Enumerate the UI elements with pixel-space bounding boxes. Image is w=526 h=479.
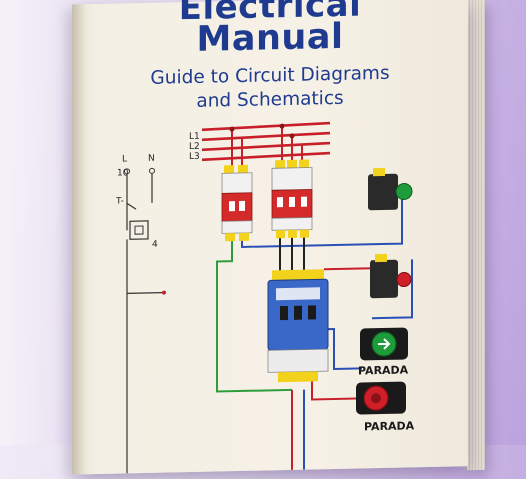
wire-blue-top <box>241 187 403 248</box>
terminal-mark-4: 4 <box>152 240 158 250</box>
background-highlight <box>0 0 60 445</box>
relay-coil-core <box>134 225 144 235</box>
stop-button-center <box>371 393 381 404</box>
contactor-label-plate <box>276 287 320 301</box>
breaker-left-terminal-b <box>238 164 248 174</box>
book-page-edges <box>466 0 485 471</box>
bus-mark-l1: L1 <box>189 132 200 142</box>
selector-switch-body <box>368 173 398 211</box>
junction-dot <box>162 290 166 295</box>
breaker-right-toggle-c <box>301 196 307 207</box>
bus-mark-l3: L3 <box>189 152 200 162</box>
breaker-left-body <box>221 192 253 222</box>
book: Electrical Manual Guide to Circuit Diagr… <box>72 0 502 475</box>
terminal-mark-t: T- <box>115 196 124 206</box>
book-cover: Electrical Manual Guide to Circuit Diagr… <box>72 0 468 475</box>
bus-bar-3 <box>201 141 331 152</box>
breaker-right-top <box>271 167 313 191</box>
pushbutton-device-cap <box>396 272 412 288</box>
breaker-right-out-b <box>288 229 297 238</box>
arrow-right-icon <box>378 338 391 350</box>
control-schematic: L N 10 T- 4 <box>115 154 166 474</box>
contactor-top-terminals <box>272 269 324 281</box>
breaker-right-terminal-b <box>287 159 297 168</box>
pushbutton-device-body <box>370 259 398 299</box>
bus-bar-4 <box>201 151 331 162</box>
breaker-right-bottom <box>271 217 313 231</box>
breaker-left-toggle-b <box>239 200 245 212</box>
wire-green <box>216 241 292 393</box>
terminal-mark-10: 10 <box>117 168 129 178</box>
breaker-right-terminal-a <box>275 160 285 169</box>
pushbutton-device-terminal <box>375 253 387 263</box>
breaker-left-toggle-a <box>229 201 235 212</box>
wire-red-coil <box>324 260 373 271</box>
breaker-right-toggle-b <box>289 196 295 207</box>
bus-node-2 <box>279 123 285 129</box>
selector-switch <box>368 167 413 211</box>
switch-contact <box>126 202 137 210</box>
terminal-l <box>124 168 130 175</box>
phase-label-l: L <box>122 154 127 164</box>
pushbutton-device <box>370 253 412 299</box>
selector-switch-terminal <box>373 167 385 177</box>
start-button-group: PARADA <box>358 327 409 378</box>
breaker-left-top <box>221 172 253 194</box>
stop-button-group: PARADA <box>356 381 415 433</box>
breaker-left <box>221 164 253 242</box>
breaker-left-out-b <box>239 232 249 242</box>
phase-label-n: N <box>148 154 155 164</box>
wire-blue-right <box>372 259 413 320</box>
wire-branch <box>127 292 162 294</box>
breaker-right-out-a <box>276 230 285 239</box>
relay-coil <box>129 220 149 240</box>
stop-button-label: PARADA <box>364 419 415 433</box>
contactor-pole-c <box>308 305 316 320</box>
breaker-left-out-a <box>225 233 235 242</box>
contactor-pole-b <box>294 305 302 320</box>
selector-switch-lamp <box>395 183 413 201</box>
bus-bar-2 <box>201 131 331 142</box>
bus-bar-1 <box>201 121 331 132</box>
breaker-right-out-c <box>300 229 309 238</box>
contactor-overload <box>267 348 329 373</box>
terminal-n <box>149 167 155 174</box>
bus-node-3 <box>289 133 295 139</box>
bus-node-1 <box>229 126 235 132</box>
breaker-right-toggle-a <box>277 197 283 208</box>
contactor <box>267 269 329 383</box>
breaker-left-bottom <box>221 220 253 234</box>
breaker-right <box>271 159 313 239</box>
bus-mark-l2: L2 <box>189 142 200 152</box>
breaker-right-terminal-c <box>299 159 309 168</box>
start-button-label: PARADA <box>358 363 409 377</box>
circuit-diagram: L N 10 T- 4 L1 L2 L3 <box>115 121 415 474</box>
breaker-left-terminal-a <box>224 165 234 174</box>
contactor-bottom-terminals <box>278 371 318 383</box>
contactor-pole-a <box>280 305 288 321</box>
